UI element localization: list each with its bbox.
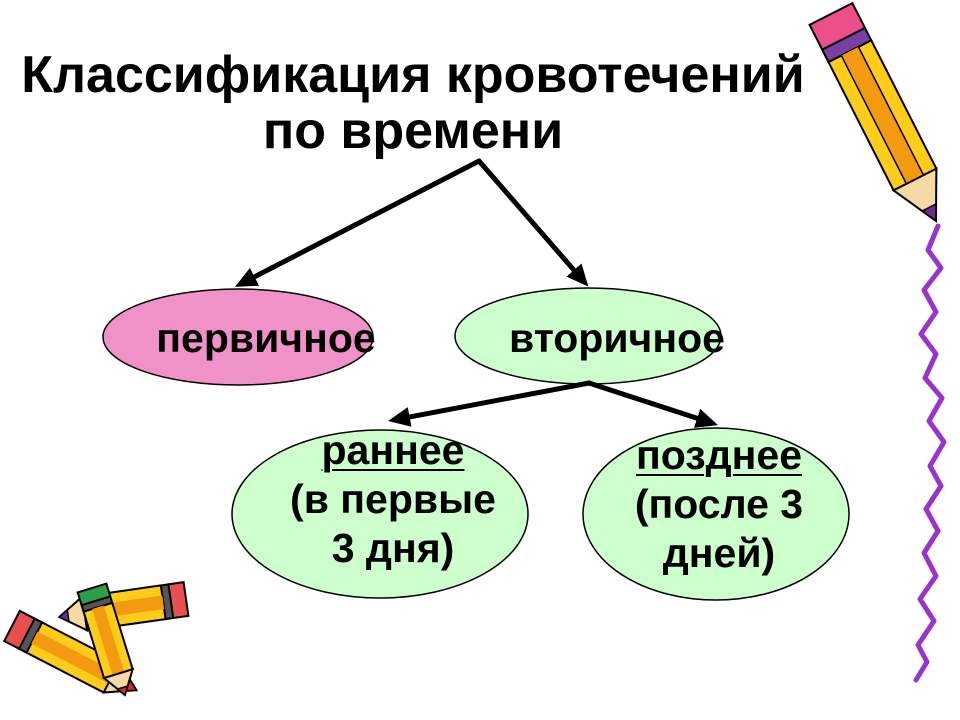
pencil-icon <box>57 582 189 634</box>
pencil-icon <box>810 3 958 232</box>
slide-title-line-1: Классификация кровотечений <box>21 46 805 104</box>
node-primary: первичное <box>116 314 416 362</box>
node-early-detail-line-1: (в первые <box>290 476 496 522</box>
node-late-ellipse <box>582 427 850 601</box>
node-late-label: позднее <box>635 432 803 478</box>
node-early-detail-line-2: 3 дня) <box>331 525 455 571</box>
arrow-to-primary <box>234 158 482 287</box>
arrow-to-secondary <box>476 158 589 287</box>
node-primary-ellipse <box>102 288 374 386</box>
node-secondary-label: вторичное <box>509 315 725 361</box>
pencil-icon <box>78 584 140 700</box>
node-late-detail-line-1: (после 3 <box>634 481 804 527</box>
squiggle-line <box>913 223 947 683</box>
slide-title-line-2: по времени <box>262 102 564 160</box>
node-late-detail-line-2: дней) <box>662 530 776 576</box>
node-late: позднее (после 3 дней) <box>569 431 869 578</box>
slide-title: Классификация кровотечений по времени <box>0 47 826 159</box>
node-early-label: раннее <box>321 427 465 473</box>
node-early-ellipse <box>231 429 529 599</box>
node-primary-label: первичное <box>156 315 376 361</box>
arrow-to-late <box>586 380 719 428</box>
arrow-to-early <box>388 380 592 427</box>
node-secondary: вторичное <box>467 314 767 362</box>
node-early: раннее (в первые 3 дня) <box>243 426 543 573</box>
